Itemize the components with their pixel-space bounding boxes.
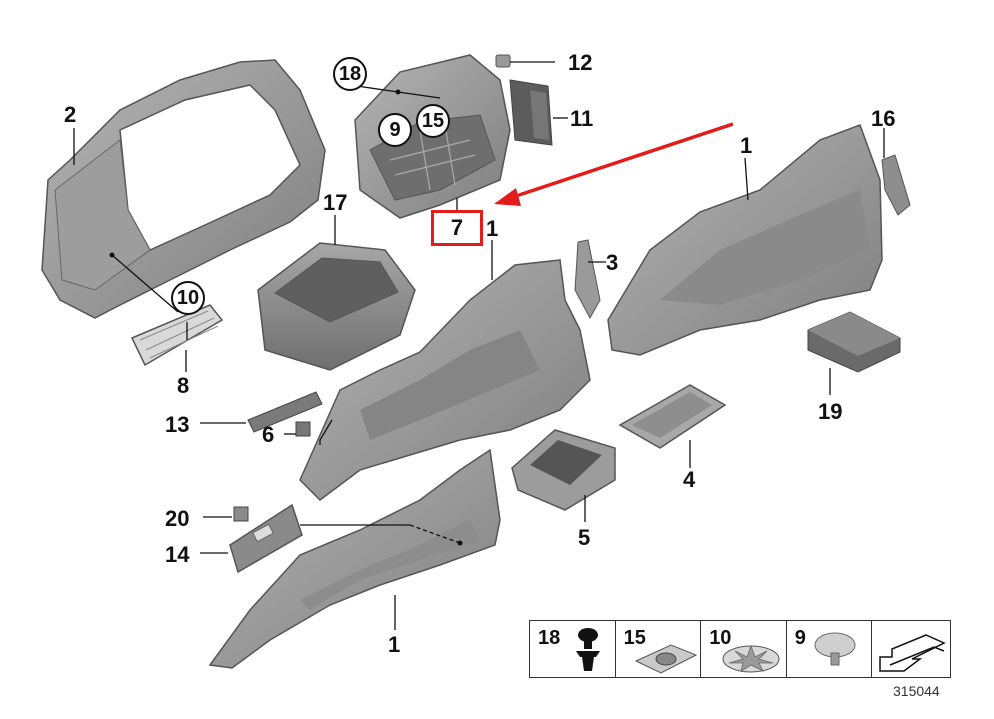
part-19-cover xyxy=(807,311,901,373)
legend-cell-18: 18 xyxy=(530,621,616,677)
part-20-cap xyxy=(233,506,249,522)
legend-cell-15: 15 xyxy=(616,621,702,677)
part-12-clip xyxy=(495,54,511,68)
part-1-right-trim xyxy=(607,124,883,356)
circled-label-18: 18 xyxy=(333,57,367,91)
circled-label-15: 15 xyxy=(416,104,450,138)
push-rivet-icon xyxy=(576,628,600,671)
part-4-cover xyxy=(618,384,727,449)
square-grommet-icon xyxy=(634,644,697,674)
label-3: 3 xyxy=(606,250,619,275)
part-8-net xyxy=(130,304,224,367)
fastener-legend: 18 15 10 9 xyxy=(529,620,951,678)
part-17-tray xyxy=(257,242,416,371)
circled-label-9: 9 xyxy=(378,113,412,147)
red-arrow xyxy=(494,122,734,206)
round-plug-icon xyxy=(814,632,856,666)
label-13: 13 xyxy=(165,412,190,437)
part-1-bottom-trim xyxy=(208,448,501,669)
leader-lines xyxy=(73,61,885,630)
part-1-center-trim xyxy=(299,259,591,501)
label-1-right: 1 xyxy=(740,133,753,158)
legend-num-9: 9 xyxy=(794,627,806,649)
legend-cell-9: 9 xyxy=(787,621,873,677)
label-16: 16 xyxy=(871,106,896,131)
part-5-tray xyxy=(511,429,616,511)
legend-num-15: 15 xyxy=(623,627,646,649)
legend-cell-10: 10 xyxy=(701,621,787,677)
part-6-clip xyxy=(295,421,311,437)
label-1-bottom: 1 xyxy=(388,632,401,657)
part-11-bracket xyxy=(509,79,553,146)
label-1-center: 1 xyxy=(486,216,499,241)
label-12: 12 xyxy=(568,50,593,75)
part-16-clip xyxy=(881,154,911,216)
circled-label-10: 10 xyxy=(171,281,205,315)
leader-dots xyxy=(109,89,463,546)
arrow-direction-icon xyxy=(879,634,947,672)
part-14-cover xyxy=(229,503,303,574)
legend-num-10: 10 xyxy=(709,627,732,649)
legend-cell-arrow xyxy=(872,621,950,677)
label-6: 6 xyxy=(262,422,275,447)
spring-clip-icon xyxy=(722,644,780,673)
label-17: 17 xyxy=(323,190,348,215)
legend-num-18: 18 xyxy=(538,627,561,649)
label-8: 8 xyxy=(177,373,190,398)
label-4: 4 xyxy=(683,467,696,492)
label-14: 14 xyxy=(165,542,190,567)
label-19: 19 xyxy=(818,399,843,424)
part-3-bracket xyxy=(574,239,601,320)
label-20: 20 xyxy=(165,506,190,531)
label-2: 2 xyxy=(64,102,77,127)
reference-number: 315044 xyxy=(893,683,940,699)
label-11: 11 xyxy=(570,106,594,131)
highlighted-label-7: 7 xyxy=(431,210,483,246)
part-13-strap xyxy=(247,391,323,433)
label-5: 5 xyxy=(578,525,591,550)
